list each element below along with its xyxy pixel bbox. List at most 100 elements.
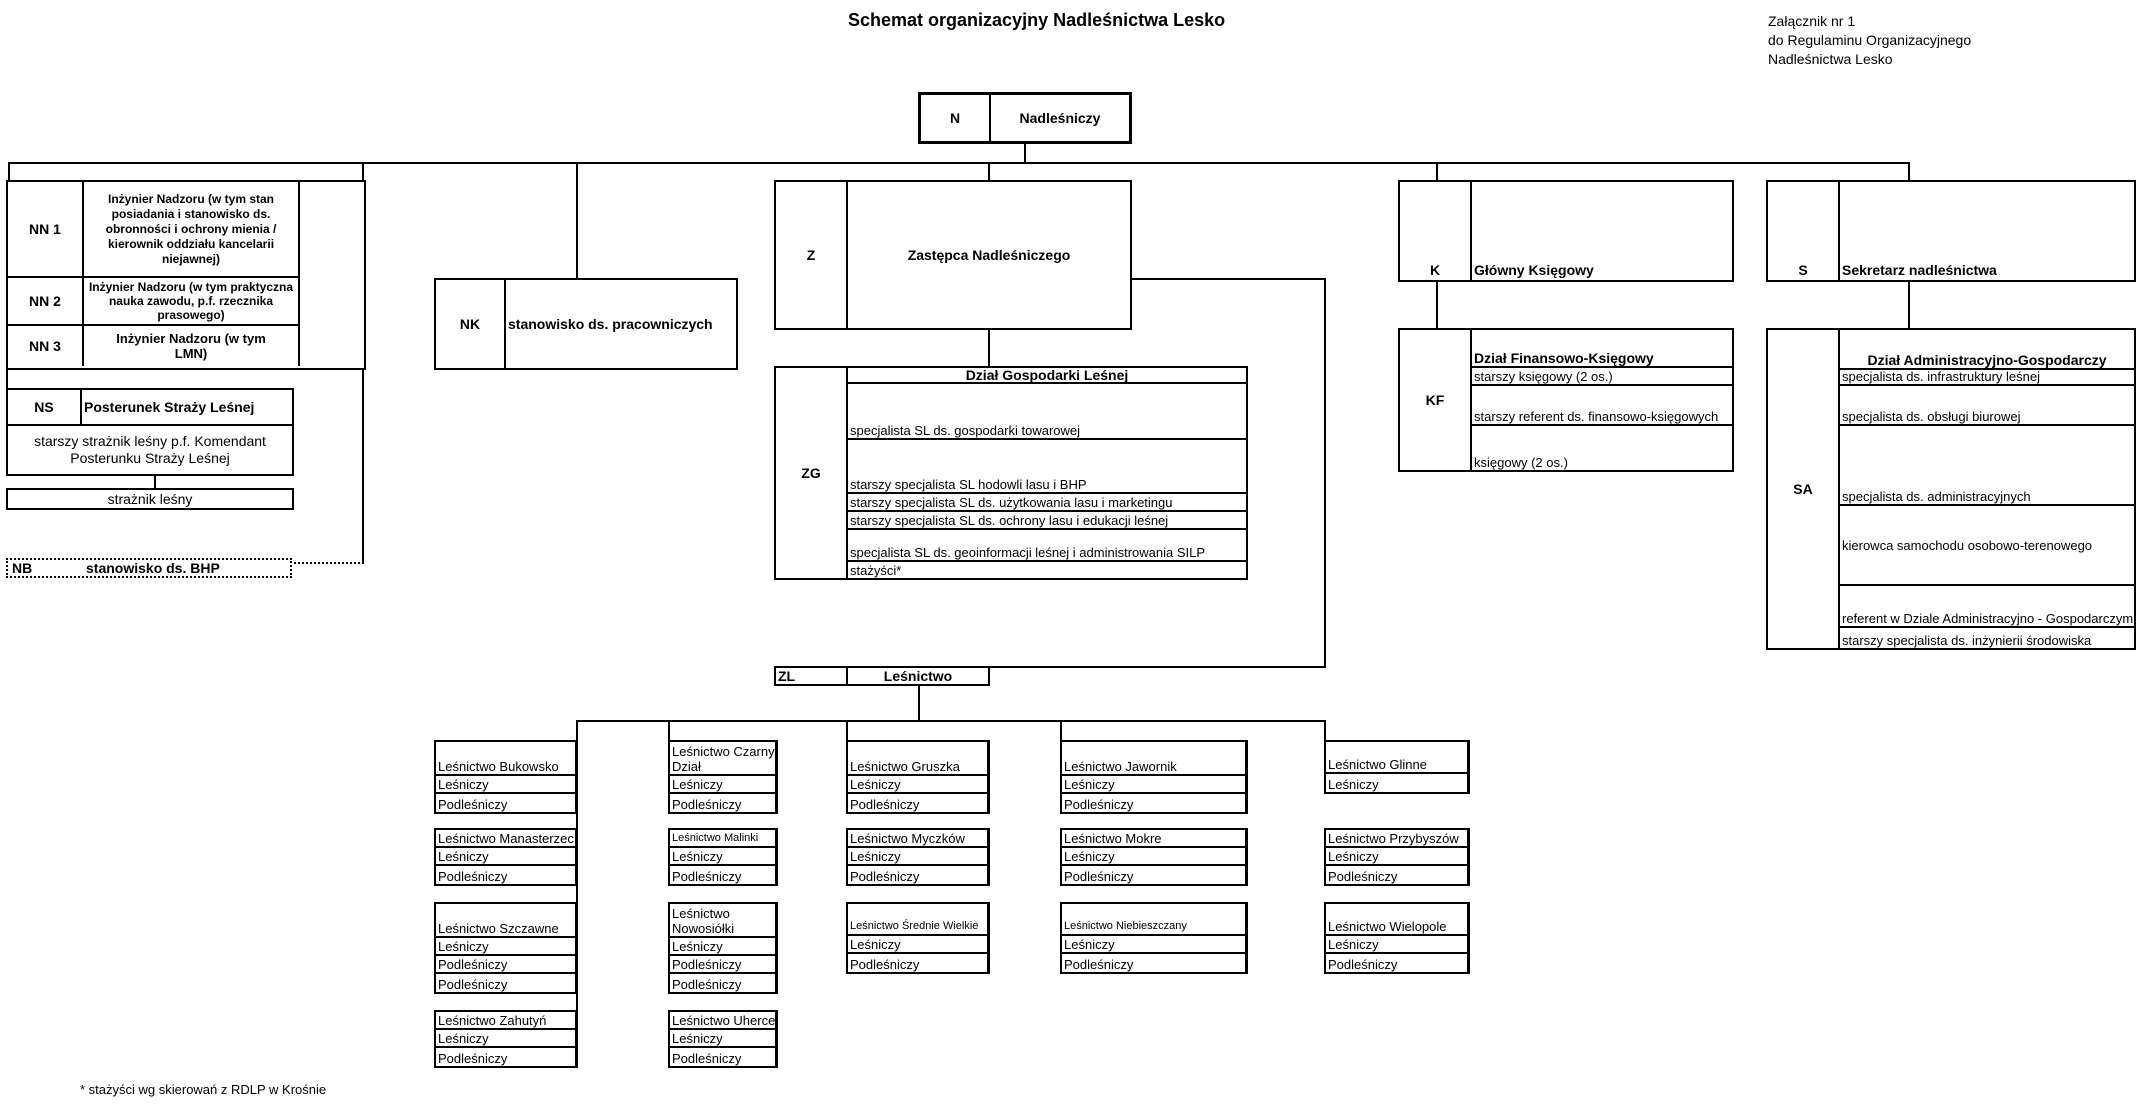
connector — [1908, 162, 1910, 182]
code-nn1: NN 1 — [8, 182, 84, 278]
label-ns: Posterunek Straży Leśnej — [84, 399, 255, 415]
kf-row: starszy księgowy (2 os.) — [1472, 368, 1732, 386]
forestry-box: Leśnictwo Malinki Leśniczy Podleśniczy — [668, 828, 778, 886]
connector — [8, 162, 1910, 164]
forestry-role: Leśniczy — [1062, 936, 1245, 954]
sa-row: starszy specjalista ds. inżynierii środo… — [1842, 633, 2092, 648]
forestry-name: Leśnictwo Gruszka — [848, 742, 987, 776]
forestry-role: Leśniczy — [1328, 777, 1379, 792]
forestry-role: Leśniczy — [670, 848, 775, 866]
forestry-box: Leśnictwo Myczków Leśniczy Podleśniczy — [846, 828, 990, 886]
box-forest-guard: NS Posterunek Straży Leśnej starszy stra… — [6, 388, 294, 510]
forestry-role: Leśniczy — [848, 848, 987, 866]
forestry-name: Leśnictwo Uherce — [670, 1013, 775, 1030]
box-nadlesniczy: N Nadleśniczy — [918, 92, 1132, 144]
forestry-role: Leśniczy — [670, 938, 775, 956]
forestry-role: Podleśniczy — [438, 1051, 508, 1066]
code-sa: SA — [1768, 330, 1840, 648]
code-s: S — [1768, 182, 1840, 280]
forestry-box: Leśnictwo Zahutyń Leśniczy Podleśniczy — [434, 1010, 578, 1068]
forestry-box: Leśnictwo Gruszka Leśniczy Podleśniczy — [846, 740, 990, 814]
ns-row-1: starszy strażnik leśny p.f. Komendant Po… — [6, 426, 294, 476]
forestry-role: Leśniczy — [1062, 848, 1245, 866]
forestry-box: Leśnictwo Uherce Leśniczy Podleśniczy — [668, 1010, 778, 1068]
code-zl: ZL — [776, 668, 848, 684]
zg-row: specjalista SL ds. gospodarki towarowej — [848, 384, 1246, 440]
forestry-role: Podleśniczy — [850, 869, 920, 884]
forestry-name: Leśnictwo Zahutyń — [436, 1012, 575, 1030]
forestry-role: Podleśniczy — [436, 956, 575, 974]
forestry-role: Podleśniczy — [1328, 869, 1398, 884]
box-zg: ZG Dział Gospodarki Leśnej specjalista S… — [774, 366, 1248, 580]
forestry-box: Leśnictwo Szczawne Leśniczy Podleśniczy … — [434, 902, 578, 994]
forestry-box: Leśnictwo Niebieszczany Leśniczy Podleśn… — [1060, 902, 1248, 974]
forestry-role: Podleśniczy — [850, 797, 920, 812]
box-kf: KF Dział Finansowo-Księgowy starszy księ… — [1398, 328, 1734, 472]
annex-line-2: do Regulaminu Organizacyjnego — [1768, 32, 1972, 48]
ns-row-2: strażnik leśny — [6, 488, 294, 510]
forestry-role: Podleśniczy — [1064, 869, 1134, 884]
code-nn3: NN 3 — [8, 326, 84, 366]
forestry-role: Podleśniczy — [670, 956, 775, 974]
box-k: K Główny Księgowy — [1398, 180, 1734, 282]
forestry-role: Leśniczy — [670, 776, 775, 794]
forestry-role: Podleśniczy — [438, 797, 508, 812]
footnote: * stażyści wg skierowań z RDLP w Krośnie — [80, 1082, 327, 1097]
forestry-name: Leśnictwo Jawornik — [1062, 742, 1245, 776]
code-k: K — [1400, 182, 1472, 280]
kf-row: księgowy (2 os.) — [1474, 455, 1568, 470]
label-zl: Leśnictwo — [883, 668, 953, 684]
connector — [988, 162, 990, 182]
kf-row: starszy referent ds. finansowo-księgowyc… — [1472, 386, 1732, 426]
forestry-name: Leśnictwo Średnie Wielkie — [848, 904, 987, 936]
zg-row: starszy specjalista SL ds. użytkowania l… — [848, 494, 1246, 512]
label-nb: stanowisko ds. BHP — [86, 560, 220, 576]
forestry-box: Leśnictwo Mokre Leśniczy Podleśniczy — [1060, 828, 1248, 886]
forestry-box: Leśnictwo Glinne Leśniczy — [1324, 740, 1470, 794]
connector — [6, 368, 364, 370]
forestry-role: Leśniczy — [436, 848, 575, 866]
forestry-role: Leśniczy — [670, 1030, 775, 1048]
forestry-name: Leśnictwo Bukowsko — [436, 742, 575, 776]
forestry-name: Leśnictwo Mokre — [1062, 830, 1245, 848]
forestry-box: Leśnictwo Czarny Dział Leśniczy Podleśni… — [668, 740, 778, 814]
forestry-box: Leśnictwo Bukowsko Leśniczy Podleśniczy — [434, 740, 578, 814]
forestry-role: Podleśniczy — [672, 1051, 742, 1066]
forestry-name: Leśnictwo Glinne — [1326, 742, 1467, 774]
code-z: Z — [776, 182, 848, 328]
forestry-role: Podleśniczy — [672, 797, 742, 812]
forestry-role: Podleśniczy — [850, 957, 920, 972]
forestry-role: Leśniczy — [1326, 936, 1467, 954]
code-zg: ZG — [776, 368, 848, 578]
label-nn1: Inżynier Nadzoru (w tym stan posiadania … — [84, 182, 300, 278]
label-nn3: Inżynier Nadzoru (w tym LMN) — [84, 326, 300, 366]
label-nn2: Inżynier Nadzoru (w tym praktyczna nauka… — [84, 278, 300, 326]
forestry-name: Leśnictwo Wielopole — [1326, 904, 1467, 936]
forestry-role: Podleśniczy — [438, 977, 508, 992]
code-nk: NK — [436, 280, 506, 368]
box-sa: SA Dział Administracyjno-Gospodarczy spe… — [1766, 328, 2136, 650]
annex-line-1: Załącznik nr 1 — [1768, 13, 1856, 29]
forestry-name: Leśnictwo Nowosiółki — [670, 904, 775, 938]
forestry-name: Leśnictwo Malinki — [670, 830, 775, 848]
box-nk: NK stanowisko ds. pracowniczych — [434, 278, 738, 370]
connector — [8, 162, 10, 182]
annex-note: Załącznik nr 1 do Regulaminu Organizacyj… — [1768, 12, 1971, 69]
zg-title: Dział Gospodarki Leśnej — [848, 368, 1246, 384]
sa-row: kierowca samochodu osobowo-terenowego — [1840, 506, 2134, 586]
forestry-role: Leśniczy — [1326, 848, 1467, 866]
forestry-name: Leśnictwo Szczawne — [436, 904, 575, 938]
code-nn2: NN 2 — [8, 278, 84, 326]
annex-line-3: Nadleśnictwa Lesko — [1768, 51, 1893, 67]
zg-row: stażyści* — [850, 563, 902, 578]
sa-row: specjalista ds. infrastruktury leśnej — [1840, 368, 2134, 386]
zg-row: starszy specjalista SL ds. ochrony lasu … — [848, 512, 1246, 530]
forestry-role: Podleśniczy — [672, 869, 742, 884]
zg-row: starszy specjalista SL hodowli lasu i BH… — [848, 440, 1246, 494]
forestry-box: Leśnictwo Nowosiółki Leśniczy Podleśnicz… — [668, 902, 778, 994]
forestry-role: Podleśniczy — [438, 869, 508, 884]
forestry-role: Leśniczy — [848, 776, 987, 794]
code-ns: NS — [8, 390, 82, 424]
zg-row: specjalista SL ds. geoinformacji leśnej … — [848, 530, 1246, 562]
forestry-role: Podleśniczy — [1328, 957, 1398, 972]
